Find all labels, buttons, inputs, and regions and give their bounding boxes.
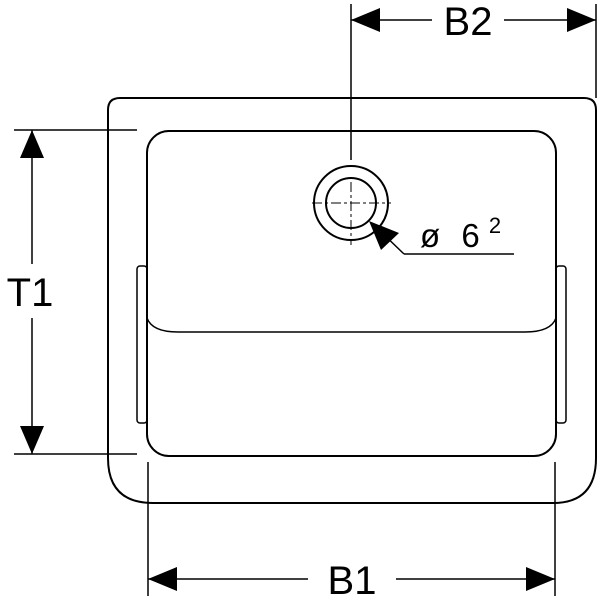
b2-arrow-right <box>567 8 596 32</box>
dimension-b2: B2 <box>350 0 597 160</box>
diameter-value: 6 <box>461 217 479 254</box>
right-side-rail <box>555 265 567 424</box>
diameter-symbol: ø <box>420 217 440 254</box>
diameter-superscript: 2 <box>489 213 501 238</box>
drain-diameter-callout: ø 6 2 <box>369 213 514 255</box>
dimension-t1: T1 <box>7 129 137 455</box>
b2-label: B2 <box>444 0 493 44</box>
left-side-rail <box>136 265 148 424</box>
t1-arrow-top <box>20 130 44 158</box>
t1-arrow-bottom <box>20 426 44 454</box>
diameter-leader-arrow <box>369 221 399 250</box>
b1-arrow-right <box>526 567 555 591</box>
drain <box>312 165 391 245</box>
basin-outline <box>146 130 557 457</box>
sink-outer-outline <box>107 97 597 504</box>
diameter-label: ø 6 2 <box>420 213 501 254</box>
b1-arrow-left <box>148 567 177 591</box>
b1-label: B1 <box>328 559 377 600</box>
b2-arrow-left <box>351 8 380 32</box>
dimension-b1: B1 <box>147 462 556 600</box>
t1-label: T1 <box>7 271 54 315</box>
basin-slope-line <box>146 317 557 333</box>
